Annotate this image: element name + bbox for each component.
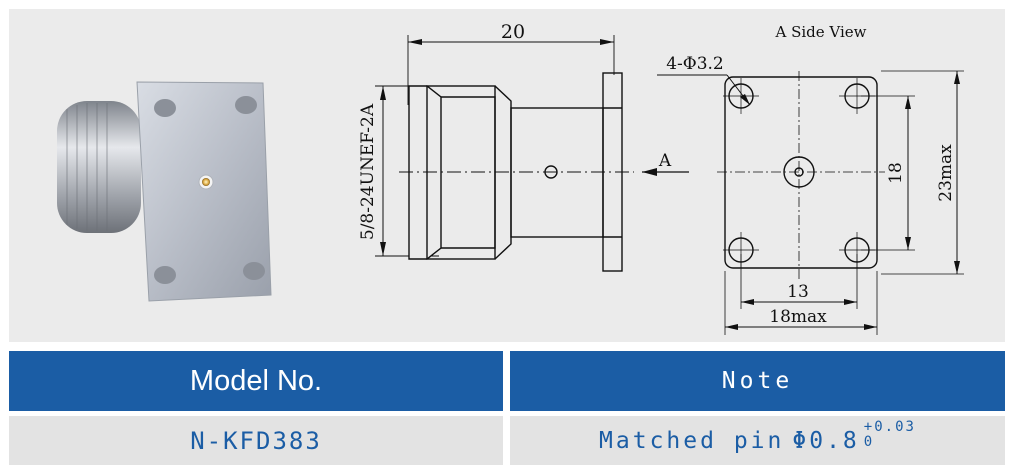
note-text: Matched pin <box>599 427 785 454</box>
thread-dim-label: 5/8-24UNEF-2A <box>358 103 378 240</box>
mount-hole <box>154 266 176 284</box>
connector-photo <box>57 81 272 302</box>
hole-callout-label: 4-Φ3.2 <box>666 54 724 74</box>
flange-width-label: 18max <box>769 307 827 327</box>
mount-hole <box>154 99 176 117</box>
mount-hole <box>235 96 257 114</box>
note-cell: Matched pin Φ 0.8 +0.03 0 <box>510 416 1005 465</box>
header-note: Note <box>510 351 1005 411</box>
flange-height-label: 23max <box>936 144 956 202</box>
tolerance-upper: +0.03 <box>863 419 916 435</box>
center-pin <box>202 178 210 186</box>
hole-spacing-v-label: 18 <box>886 162 906 184</box>
length-dim-label: 20 <box>501 21 525 43</box>
connector-body <box>57 101 141 233</box>
header-model: Model No. <box>9 351 503 411</box>
technical-drawing: 20 5/8-24UNEF-2A A A Side View 4-Φ3.2 18… <box>57 21 964 335</box>
figure-panel: 20 5/8-24UNEF-2A A A Side View 4-Φ3.2 18… <box>9 9 1005 342</box>
diameter-symbol: Φ <box>792 427 810 454</box>
view-arrow-label: A <box>658 151 672 171</box>
hole-spacing-h-label: 13 <box>787 282 809 302</box>
model-cell: N-KFD383 <box>9 416 503 465</box>
side-view-title: A Side View <box>774 23 866 41</box>
model-number: N-KFD383 <box>190 426 322 455</box>
side-view-drawing <box>375 35 689 272</box>
header-note-label: Note <box>721 368 794 394</box>
mount-hole <box>243 262 265 280</box>
front-view-drawing <box>657 70 964 335</box>
tolerance-lower: 0 <box>863 434 875 450</box>
tolerance: +0.03 0 <box>864 420 916 449</box>
flange-plate <box>136 81 272 302</box>
pin-diameter: 0.8 <box>809 427 860 454</box>
header-model-label: Model No. <box>189 364 323 397</box>
